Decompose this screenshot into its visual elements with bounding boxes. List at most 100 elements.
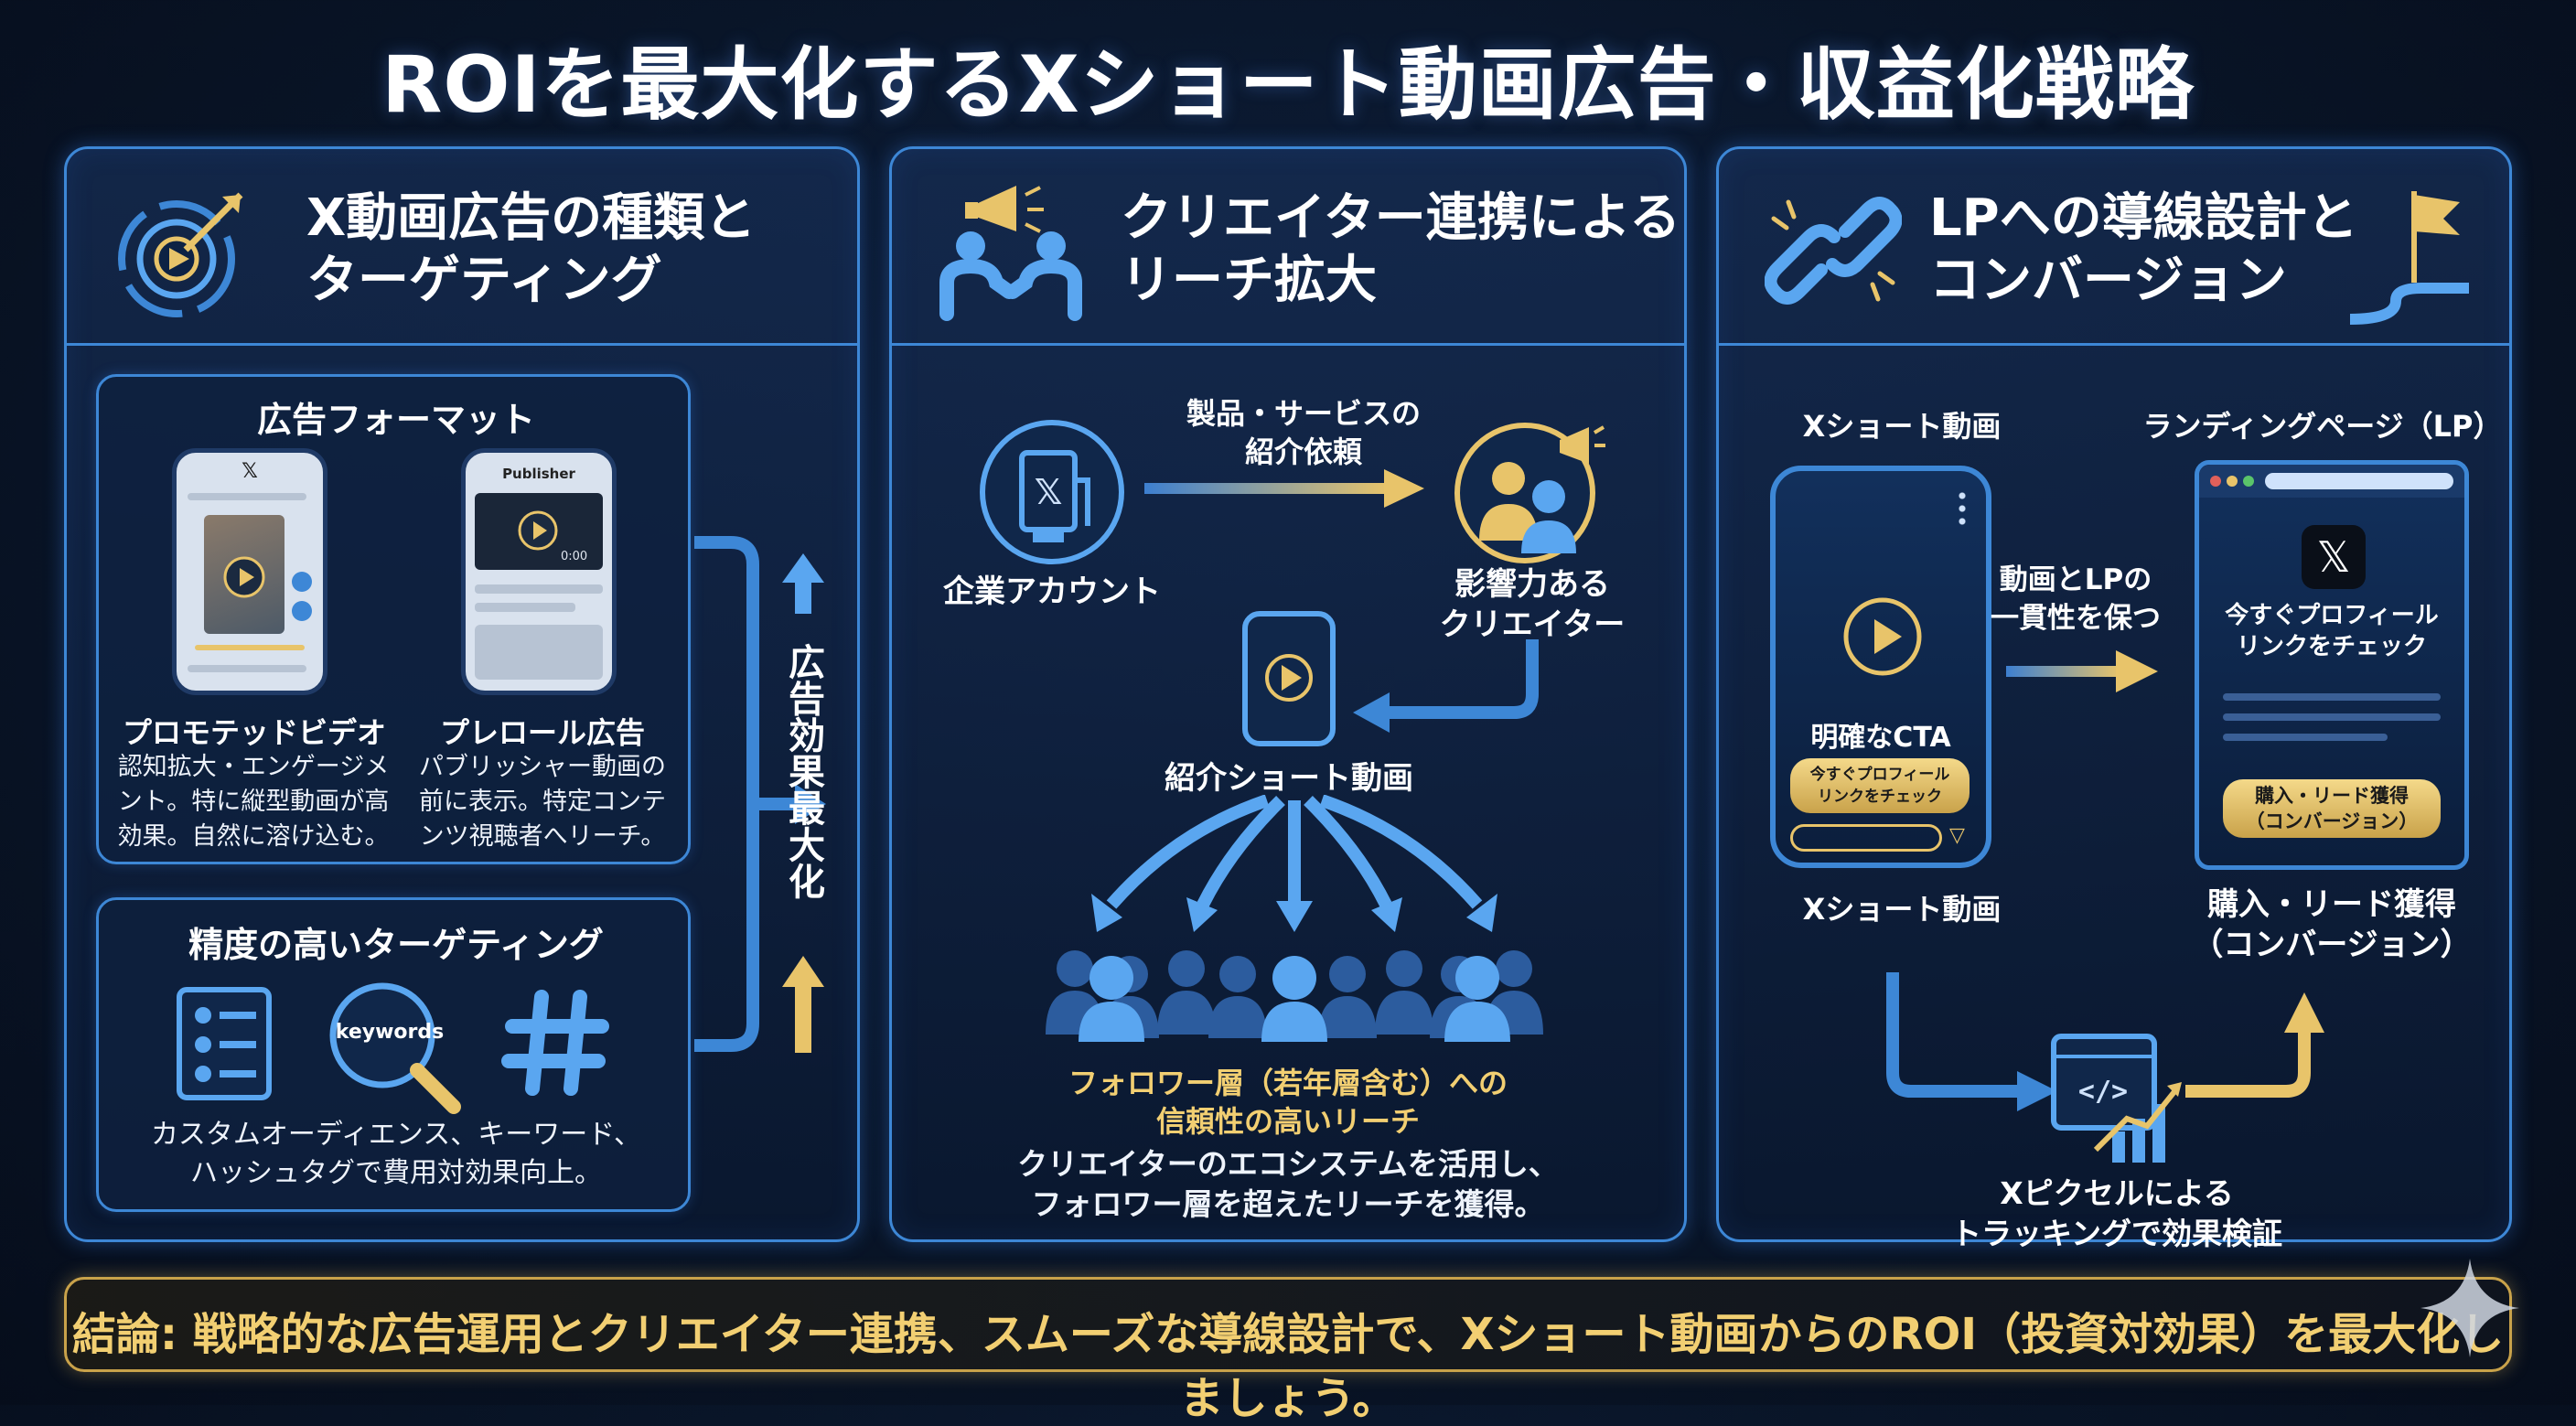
- pixel-line2: トラッキングで効果検証: [1950, 1216, 2282, 1251]
- company-account-label: 企業アカウント: [943, 574, 1161, 610]
- targeting-desc: カスタムオーディエンス、キーワード、 ハッシュタグで費用対効果向上。: [99, 1116, 693, 1193]
- conclusion-banner: 結論: 戦略的な広告運用とクリエイター連携、スムーズな導線設計で、Xショート動画…: [64, 1277, 2512, 1424]
- format1-desc-line3: 効果。自然に溶け込む。: [117, 822, 390, 851]
- side-vertical-label: 広告効果最大化: [782, 643, 824, 899]
- browser-address-bar[interactable]: [2265, 473, 2453, 489]
- lp-cta-line2: リンクをチェック: [2236, 633, 2427, 660]
- creator-line2: クリエイター: [1439, 606, 1626, 643]
- lp-button-line2: （コンバージョン）: [2245, 810, 2419, 832]
- targeting-heading: 精度の高いターゲティング: [188, 925, 604, 965]
- targeting-box: 精度の高いターゲティング keywords カスタムオーディエンス、キーワード、…: [96, 897, 691, 1212]
- creator-line1: 影響力ある: [1454, 566, 1610, 603]
- format1-desc: 認知拡大・エンゲージメ ント。特に縦型動画が高 効果。自然に溶け込む。: [112, 750, 395, 854]
- ad-formats-box: 広告フォーマット 𝕏 Publisher 0:00 プロモテッドビデオ 認知拡大…: [96, 374, 691, 864]
- keywords-label: keywords: [335, 1021, 445, 1044]
- lp-cta-line1: 今すぐプロフィール: [2225, 602, 2439, 629]
- format1-desc-line2: ント。特に縦型動画が高: [117, 788, 390, 816]
- flag-path-icon: [2349, 191, 2469, 325]
- megaphone-handshake-icon: [939, 186, 1082, 321]
- under-lp-line2: （コンバージョン）: [2192, 927, 2472, 963]
- panel-divider: [1719, 343, 2509, 346]
- cta-label: 明確なCTA: [1810, 722, 1951, 754]
- lp-text-line: [2223, 713, 2441, 721]
- lp-text-line: [2223, 693, 2441, 701]
- lp-button-line1: 購入・リード獲得: [2255, 785, 2409, 807]
- intro-video-label: 紹介ショート動画: [1165, 760, 1413, 797]
- publisher-header: Publisher: [502, 466, 575, 482]
- comment-input[interactable]: [1790, 824, 1942, 852]
- creator-summary: クリエイターのエコシステムを活用し、 フォロワー層を超えたリーチを獲得。: [892, 1117, 1684, 1225]
- bracket-arrow: [694, 536, 826, 1052]
- target-arrow-icon: [118, 192, 243, 317]
- panel-ad-types: X動画広告の種類と ターゲティング 広告フォーマット 𝕏 Publisher 0…: [64, 146, 860, 1242]
- creator-label: 影響力ある クリエイター: [1422, 564, 1642, 645]
- keyword-search-icon: [329, 982, 461, 1114]
- play-icon: [223, 556, 265, 598]
- page-title: ROIを最大化するXショート動画広告・収益化戦略: [381, 39, 2195, 131]
- pixel-analytics-icon: </>: [2051, 1034, 2182, 1163]
- panel-lp-conversion: LPへの導線設計と コンバージョン Xショート動画 ランディングページ（LP） …: [1716, 146, 2512, 1251]
- panel-divider: [67, 343, 857, 346]
- ad-formats-heading: 広告フォーマット: [256, 400, 535, 440]
- panel1-title-line2: ターゲティング: [306, 251, 662, 310]
- promoted-video-phone: 𝕏: [172, 448, 327, 695]
- consistency-line1: 動画とLPの: [1999, 563, 2152, 596]
- short-video-phone: 明確なCTA 今すぐプロフィール リンクをチェック ▽: [1770, 466, 1991, 868]
- svg-text:𝕏: 𝕏: [1035, 472, 1063, 512]
- x-logo-icon: 𝕏: [2302, 525, 2366, 589]
- panel2-title-line1: クリエイター連携による: [1121, 188, 1681, 248]
- panel-creator-reach: クリエイター連携による リーチ拡大 𝕏 企業アカウント 製品・サービスの 紹介依…: [889, 146, 1687, 1242]
- like-icon: [292, 572, 312, 592]
- progress-bar: [195, 645, 305, 650]
- under-lp-label: 購入・リード獲得 （コンバージョン）: [2140, 885, 2524, 965]
- phone-cta-button[interactable]: 今すぐプロフィール リンクをチェック: [1790, 758, 1970, 813]
- summary-line2: フォロワー層を超えたリーチを獲得。: [1031, 1186, 1545, 1222]
- lp-conversion-button[interactable]: 購入・リード獲得 （コンバージョン）: [2223, 779, 2441, 838]
- x-logo-icon: 𝕏: [242, 460, 258, 483]
- browser-dot-green: [2243, 476, 2254, 487]
- lp-heading: ランディングページ（LP）: [2142, 409, 2503, 444]
- pixel-tracking-label: Xピクセルによる トラッキングで効果検証: [1810, 1111, 2423, 1254]
- followers-label: フォロワー層（若年層含む）への 信頼性の高いリーチ: [892, 1064, 1684, 1141]
- request-arrow: [1144, 469, 1424, 508]
- under-lp-line1: 購入・リード獲得: [2207, 886, 2456, 923]
- preroll-phone: Publisher 0:00: [461, 448, 617, 695]
- browser-dot-red: [2210, 476, 2221, 487]
- landing-page-window: 𝕏 今すぐプロフィール リンクをチェック 購入・リード獲得 （コンバージョン）: [2195, 460, 2469, 870]
- followers-line1: フォロワー層（若年層含む）への: [1068, 1066, 1508, 1100]
- targeting-desc-line2: ハッシュタグで費用対効果向上。: [190, 1157, 602, 1189]
- consistency-line2: 一貫性を保つ: [1991, 602, 2161, 635]
- format2-name: プレロール広告: [439, 715, 645, 750]
- request-label: 製品・サービスの 紹介依頼: [1148, 394, 1459, 471]
- up-arrow-bottom: [782, 956, 824, 1053]
- send-icon[interactable]: ▽: [1949, 824, 1965, 847]
- svg-text:</>: </>: [2078, 1076, 2128, 1108]
- panel3-title-line2: コンバージョン: [1929, 251, 2287, 310]
- creator-megaphone-icon: [1454, 423, 1605, 563]
- browser-dot-yellow: [2227, 476, 2238, 487]
- panel3-title: LPへの導線設計と コンバージョン: [1929, 188, 2358, 312]
- feed-line: [188, 493, 306, 500]
- format1-desc-line1: 認知拡大・エンゲージメ: [117, 753, 390, 781]
- phone-cta-line2: リンクをチェック: [1818, 788, 1942, 806]
- audience-list-icon: [177, 987, 272, 1100]
- intro-video-phone: [1242, 611, 1336, 746]
- targeting-desc-line1: カスタムオーディエンス、キーワード、: [150, 1119, 642, 1151]
- pixel-line1: Xピクセルによる: [2000, 1175, 2234, 1211]
- request-line2: 紹介依頼: [1244, 434, 1362, 469]
- play-icon: [1843, 597, 1922, 676]
- video-timecode: 0:00: [561, 550, 588, 563]
- phone-cta-line1: 今すぐプロフィール: [1809, 766, 1950, 784]
- summary-line1: クリエイターのエコシステムを活用し、: [1017, 1146, 1559, 1182]
- spread-arrows: [1046, 795, 1543, 1042]
- format2-desc: パブリッシャー動画の 前に表示。特定コンテ ンツ視聴者へリーチ。: [401, 750, 684, 854]
- article-block: [475, 625, 603, 680]
- lp-cta-text: 今すぐプロフィール リンクをチェック: [2199, 600, 2464, 662]
- conclusion-text: 結論: 戦略的な広告運用とクリエイター連携、スムーズな導線設計で、Xショート動画…: [71, 1309, 2505, 1424]
- under-phone-label: Xショート動画: [1802, 892, 2002, 927]
- video-heading: Xショート動画: [1802, 409, 2002, 444]
- article-line: [475, 584, 603, 594]
- hashtag-icon: [501, 990, 609, 1096]
- link-chain-icon: [1765, 197, 1902, 305]
- format2-desc-line2: 前に表示。特定コンテ: [419, 788, 666, 816]
